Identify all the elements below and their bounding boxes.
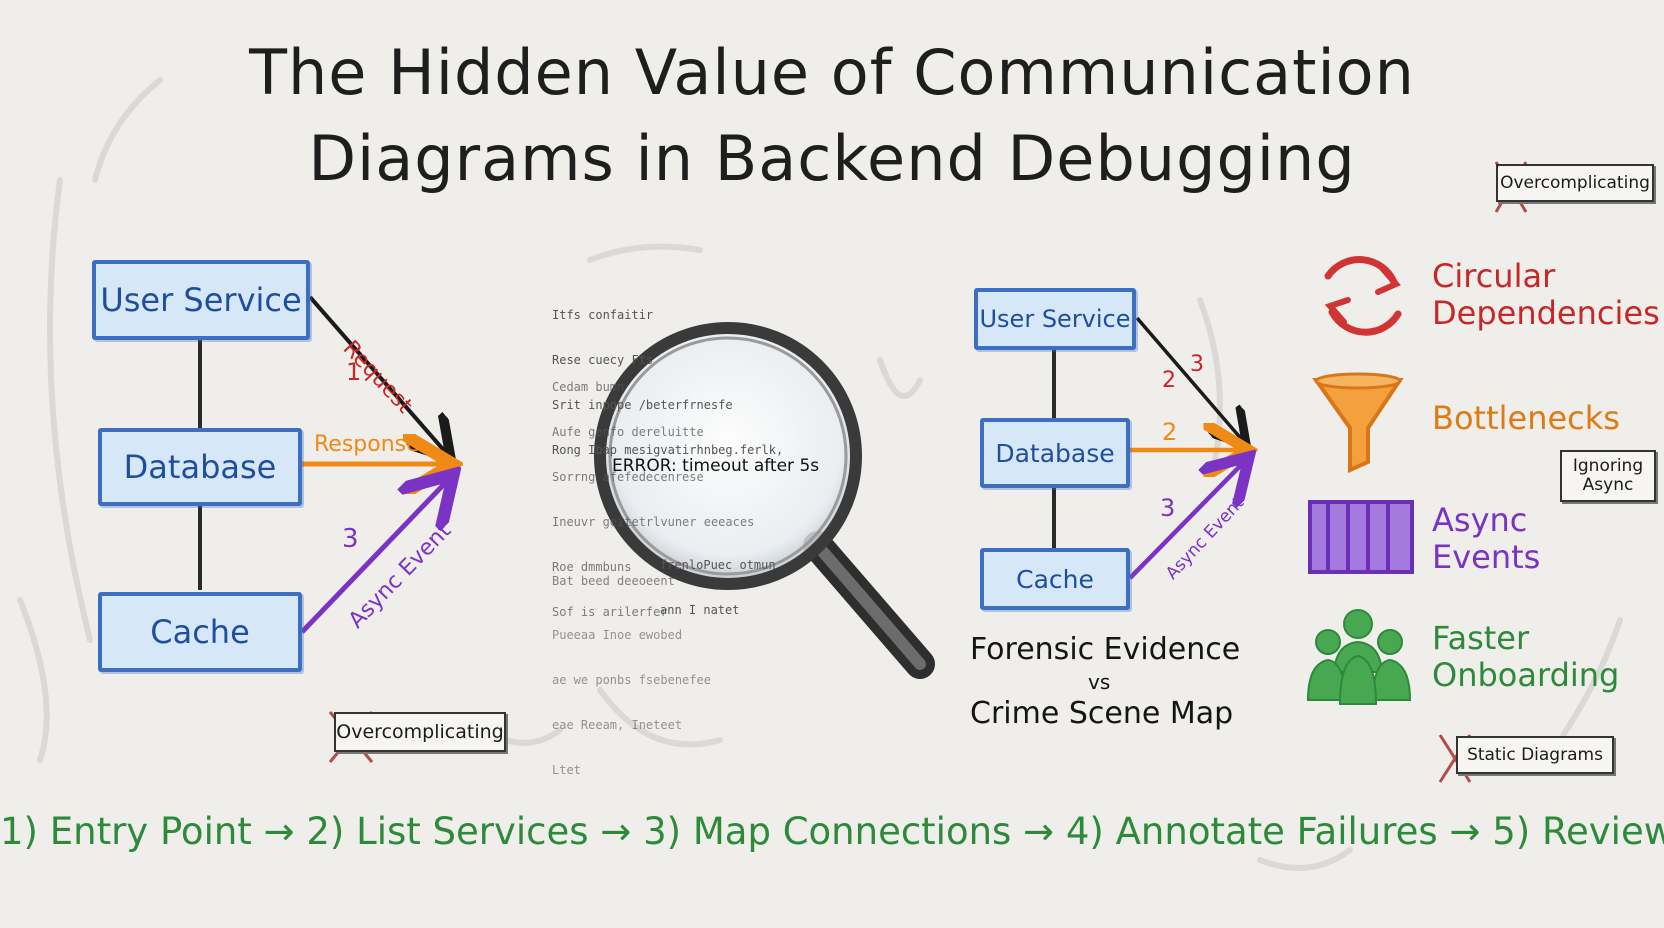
right-cache-box: Cache	[980, 548, 1130, 610]
legend-async-events: Async Events	[1432, 502, 1540, 576]
legend-label: Events	[1432, 538, 1541, 576]
right-async-arrow	[1128, 460, 1246, 580]
page-title-line-2: Diagrams in Backend Debugging	[308, 122, 1356, 195]
legend-label: Onboarding	[1432, 656, 1620, 694]
log-line: Rong Ibap mesigvatirhnbeg.ferlk,	[552, 443, 784, 457]
step-arrow: →	[1023, 810, 1055, 853]
log-lines-low: frenloPuec otmun ann I natet	[660, 528, 776, 633]
right-database-box: Database	[980, 418, 1130, 488]
log-line: frenloPuec otmun	[660, 558, 776, 572]
process-steps: 1) Entry Point → 2) List Services → 3) M…	[0, 810, 1664, 853]
funnel-icon	[1312, 372, 1404, 474]
log-line: Srit inpope /beterfrnesfe	[552, 398, 733, 412]
caption-line-1: Forensic Evidence	[970, 632, 1241, 667]
log-line: eae Reeam, Ineteet	[552, 718, 683, 732]
overcomplicating-tag-top: Overcomplicating	[1496, 164, 1654, 202]
caption-vs: vs	[1088, 670, 1111, 694]
ignoring-async-tag: Ignoring Async	[1560, 450, 1656, 502]
caption-line-2: Crime Scene Map	[970, 696, 1234, 731]
log-line: Rese cuecy Fts	[552, 353, 654, 367]
step-3: 3) Map Connections	[643, 810, 1012, 853]
log-lines-top: Itfs confaitir Rese cuecy Fts Srit inpop…	[552, 278, 783, 473]
step-5: 5) Review	[1492, 810, 1664, 853]
log-line: Aufe genfo dereluitte	[552, 425, 704, 439]
page-title-line-1: The Hidden Value of Communication	[249, 36, 1415, 109]
step-4: 4) Annotate Failures	[1065, 810, 1438, 853]
log-line: Itfs confaitir	[552, 308, 654, 322]
log-line-extra: Bat beed deeoeent	[552, 574, 675, 588]
right-request-number-2: 2	[1162, 368, 1176, 393]
log-line: Roe dmmbuns	[552, 560, 632, 574]
legend-bottlenecks: Bottlenecks	[1432, 400, 1620, 437]
left-user-service-box: User Service	[92, 260, 310, 340]
step-2: 2) List Services	[306, 810, 589, 853]
right-request-number-3: 3	[1190, 352, 1204, 377]
background-strokes	[17, 77, 1623, 871]
right-user-service-box: User Service	[974, 288, 1136, 350]
log-lines-bottom: Pueeaa Inoe ewobed ae we ponbs fsebenefe…	[552, 598, 711, 793]
log-line: Sorrng afefedecenrese	[552, 470, 704, 484]
overcomplicating-tag-left: Overcomplicating	[334, 712, 506, 752]
step-arrow: →	[600, 810, 632, 853]
right-request-arrow	[1135, 316, 1244, 442]
error-message: ERROR: timeout after 5s	[612, 456, 820, 476]
log-line: Ineuvr geitetrlvuner eeeaces	[552, 515, 755, 529]
log-line: Pueeaa Inoe ewobed	[552, 628, 683, 642]
team-icon	[1306, 609, 1412, 705]
legend-label: Faster	[1432, 619, 1530, 657]
queue-icon	[1308, 500, 1414, 574]
left-cache-box: Cache	[98, 592, 302, 672]
static-diagrams-tag: Static Diagrams	[1456, 736, 1614, 774]
left-request-number: 1	[346, 358, 362, 386]
log-lines-mid: Cedam bumn Aufe genfo dereluitte Sorrng …	[552, 350, 754, 635]
step-1: 1) Entry Point	[0, 810, 252, 853]
log-line: Cedam bumn	[552, 380, 625, 394]
legend-label: Async	[1432, 501, 1528, 539]
tag-line: Ignoring	[1572, 456, 1644, 476]
legend-label: Circular	[1432, 257, 1556, 295]
legend-label: Dependencies	[1432, 294, 1660, 332]
step-arrow: →	[1449, 810, 1481, 853]
left-database-box: Database	[98, 428, 302, 506]
legend-faster-onboarding: Faster Onboarding	[1432, 620, 1619, 694]
left-request-arrow	[308, 295, 448, 455]
left-response-label: Response	[314, 432, 420, 457]
magnifier-icon	[594, 322, 935, 679]
left-event-number: 3	[342, 524, 359, 554]
step-arrow: →	[263, 810, 295, 853]
log-line: ae we ponbs fsebenefee	[552, 673, 711, 687]
tag-line: Async	[1582, 475, 1634, 495]
legend-circular-dependencies: Circular Dependencies	[1432, 258, 1660, 332]
right-event-number: 3	[1160, 494, 1176, 522]
left-async-arrow	[300, 478, 450, 634]
legend-label: Bottlenecks	[1432, 399, 1620, 437]
log-line: Ltet	[552, 763, 581, 777]
log-line: ann I natet	[660, 603, 740, 617]
log-line: Sof is arilerfer	[552, 605, 668, 619]
circular-arrows-icon	[1324, 256, 1402, 336]
right-response-number: 2	[1162, 418, 1178, 446]
